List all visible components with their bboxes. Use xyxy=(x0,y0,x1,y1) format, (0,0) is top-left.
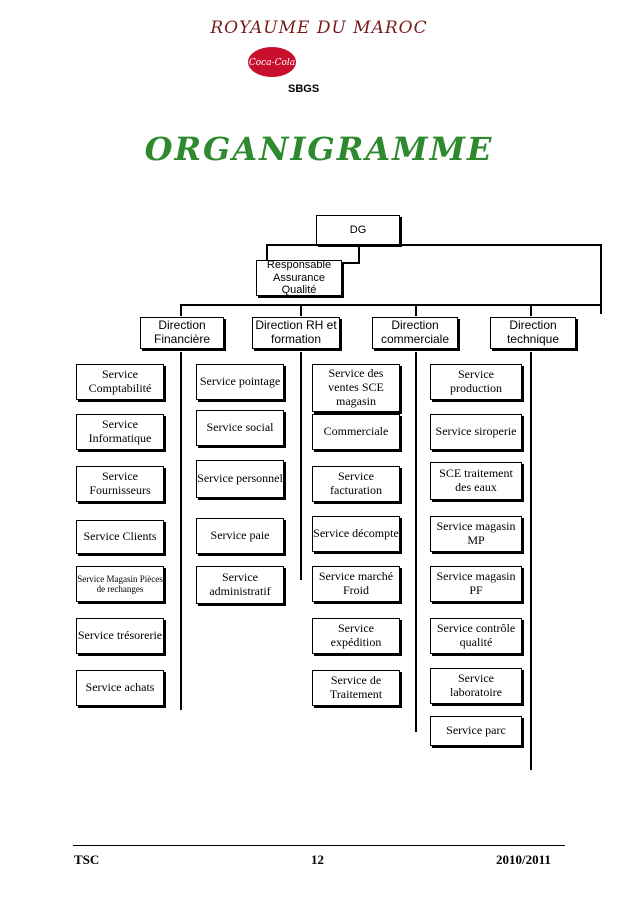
org-box-service: Service social xyxy=(196,410,284,446)
org-box-service: Service personnel xyxy=(196,460,284,498)
org-box-service: Service Magasin Pièces de rechanges xyxy=(76,566,164,602)
org-box-service: Service Informatique xyxy=(76,414,164,450)
org-box-service: Service paie xyxy=(196,518,284,554)
org-box-service: Service magasin PF xyxy=(430,566,522,602)
footer-right: 2010/2011 xyxy=(496,852,551,867)
org-box-dg: DG xyxy=(316,215,400,245)
org-box-service: Service Comptabilité xyxy=(76,364,164,400)
org-box-service: Service siroperie xyxy=(430,414,522,450)
org-box-service: Service marché Froid xyxy=(312,566,400,602)
org-box-service: Service décompte xyxy=(312,516,400,552)
org-box-service: Service achats xyxy=(76,670,164,706)
org-box-service: Service production xyxy=(430,364,522,400)
org-box-direction-rh: Direction RH et formation xyxy=(252,317,340,349)
footer-left: TSC xyxy=(74,852,100,867)
org-box-direction-financiere: Direction Financière xyxy=(140,317,224,349)
org-box-service: Service des ventes SCE magasin xyxy=(312,364,400,412)
org-box-service: SCE traitement des eaux xyxy=(430,462,522,500)
org-box-service: Service magasin MP xyxy=(430,516,522,552)
org-box-service: Commerciale xyxy=(312,414,400,450)
footer-page-number: 12 xyxy=(311,852,324,867)
org-box-service: Service de Traitement xyxy=(312,670,400,706)
org-box-service: Service contrôle qualité xyxy=(430,618,522,654)
org-box-direction-technique: Direction technique xyxy=(490,317,576,349)
org-box-direction-commerciale: Direction commerciale xyxy=(372,317,458,349)
org-box-service: Service pointage xyxy=(196,364,284,400)
company-name: SBGS xyxy=(288,83,320,95)
org-box-service: Service facturation xyxy=(312,466,400,502)
org-box-service: Service trésorerie xyxy=(76,618,164,654)
org-box-service: Service administratif xyxy=(196,566,284,604)
page-title: ORGANIGRAMME xyxy=(144,130,494,168)
header-title: ROYAUME DU MAROC xyxy=(210,18,428,38)
org-box-service: Service expédition xyxy=(312,618,400,654)
org-box-assurance: Responsable Assurance Qualité xyxy=(256,259,342,296)
org-box-service: Service laboratoire xyxy=(430,668,522,704)
org-box-service: Service parc xyxy=(430,716,522,746)
coca-cola-logo: Coca-Cola xyxy=(247,46,297,78)
org-box-service: Service Clients xyxy=(76,520,164,554)
footer-divider xyxy=(73,845,565,846)
svg-text:Coca-Cola: Coca-Cola xyxy=(249,58,295,68)
org-box-service: Service Fournisseurs xyxy=(76,466,164,502)
